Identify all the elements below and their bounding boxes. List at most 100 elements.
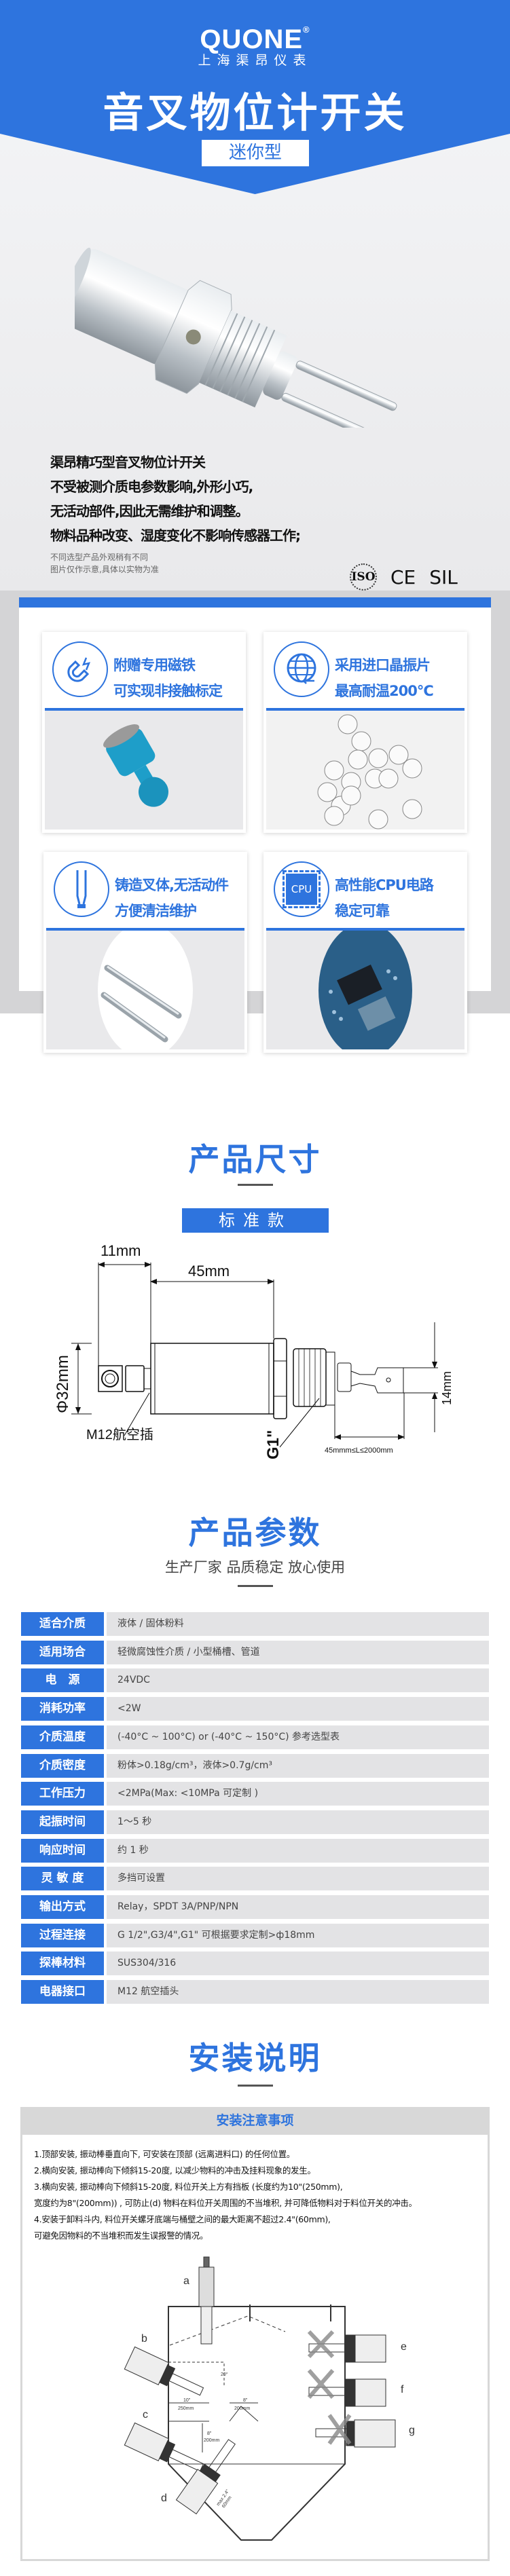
param-label: 消耗功率 xyxy=(21,1697,104,1721)
position-label-f: f xyxy=(401,2384,404,2395)
certification-logos: ISO CE SIL xyxy=(350,563,458,591)
param-label: 适用场合 xyxy=(21,1640,104,1664)
title-underline xyxy=(238,1184,273,1186)
position-label-g: g xyxy=(409,2425,415,2436)
param-value: 粉体>0.18g/cm³，液体>0.7g/cm³ xyxy=(107,1753,489,1778)
crystal-photo xyxy=(266,711,465,829)
model-badge: 迷你型 xyxy=(202,140,309,166)
install-note: 1.顶部安装, 振动棒垂直向下, 可安装在顶部 (远离进料口) 的任何位置。 xyxy=(34,2149,295,2159)
install-note: 3.横向安装, 振动棒向下倾斜15-20度, 料位开关上方有挡板 (长度约为10… xyxy=(34,2182,343,2192)
param-value: 液体 / 固体粉料 xyxy=(107,1612,489,1636)
cpu-icon: CPU xyxy=(274,861,329,917)
fork-photo xyxy=(46,931,244,1049)
logo-text: QUONE xyxy=(200,24,304,54)
divider xyxy=(46,928,244,931)
magnet-icon xyxy=(52,641,108,697)
param-label: 探棒材料 xyxy=(21,1952,104,1976)
crystal-disc xyxy=(368,748,388,768)
intro-line: 无活动部件,因此无需维护和调整。 xyxy=(50,503,249,519)
dim-baffle-gap-in: 8" xyxy=(207,2431,212,2436)
intro-line: 不受被测介质电参数影响,外形小巧, xyxy=(50,479,253,495)
param-label: 介质密度 xyxy=(21,1753,104,1778)
dim-baffle-gap-mm: 200mm xyxy=(204,2438,220,2443)
label-thread: G1" xyxy=(264,1430,283,1459)
feature-card-cpu: CPU 高性能CPU电路稳定可靠 xyxy=(263,852,467,1053)
position-label-c: c xyxy=(143,2409,148,2421)
feature-desc: 方便清洁维护 xyxy=(115,903,197,919)
divider xyxy=(266,928,465,931)
disclaimer-line: 不同选型产品外观稍有不同 xyxy=(50,553,149,562)
fork-icon xyxy=(54,861,109,917)
crystal-disc xyxy=(351,731,371,751)
crystal-disc xyxy=(317,782,338,802)
feature-card-crystal: 采用进口晶振片最高耐温200°C xyxy=(263,632,467,833)
param-value: G 1/2",G3/4",G1" 可根据要求定制>ф18mm xyxy=(107,1923,489,1947)
crystal-disc xyxy=(388,745,409,765)
param-label: 灵 敏 度 xyxy=(21,1867,104,1891)
page-title: 音叉物位计开关 xyxy=(103,90,407,137)
param-value: <2MPa(Max: <10MPa 可定制 ) xyxy=(107,1782,489,1806)
crystal-disc xyxy=(341,785,361,806)
param-label: 介质温度 xyxy=(21,1725,104,1749)
param-value: 约 1 秒 xyxy=(107,1838,489,1863)
param-row: 介质密度粉体>0.18g/cm³，液体>0.7g/cm³ xyxy=(21,1753,489,1778)
company-name: 上海渠昂仪表 xyxy=(198,53,312,68)
position-label-e: e xyxy=(401,2341,407,2353)
params-subtitle: 生产厂家 品质稳定 放心使用 xyxy=(164,1559,346,1575)
standard-model-tab[interactable]: 标准款 xyxy=(182,1208,329,1233)
circuit-photo xyxy=(266,931,465,1049)
divider xyxy=(45,708,243,711)
param-label: 起振时间 xyxy=(21,1810,104,1834)
install-note: 2.横向安装, 振动棒向下倾斜15-20度, 以减少物料的冲击及挂料现象的发生。 xyxy=(34,2165,316,2176)
crystal-disc xyxy=(368,809,388,829)
dim-insertion-length: 45mmm≤L≤2000mm xyxy=(325,1446,393,1455)
feature-card-fork: 铸造叉体,无活动件方便清洁维护 xyxy=(43,852,247,1053)
dim-baffle-width-mm: 200mm xyxy=(234,2406,251,2411)
crystal-disc xyxy=(402,799,422,819)
feature-title: 附赠专用磁铁 xyxy=(113,657,196,673)
param-label: 适合介质 xyxy=(21,1612,104,1636)
sil-logo: SIL xyxy=(429,565,458,589)
position-label-b: b xyxy=(141,2333,147,2345)
param-label: 输出方式 xyxy=(21,1895,104,1919)
position-label-d: d xyxy=(161,2493,167,2504)
feature-title: 铸造叉体,无活动件 xyxy=(115,877,229,893)
dim-baffle-length-in: 10" xyxy=(183,2398,191,2403)
param-value: M12 航空插头 xyxy=(107,1980,489,2004)
cpu-icon-text: CPU xyxy=(283,870,321,908)
install-note: 宽度约为8"(200mm)) , 可防止(d) 物料在料位开关周围的不当堆积, … xyxy=(34,2198,417,2208)
param-value: 轻微腐蚀性介质 / 小型桶槽、管道 xyxy=(107,1640,489,1664)
iso-logo: ISO xyxy=(350,563,377,591)
install-note: 可避免因物料的不当堆积而发生误报警的情况。 xyxy=(34,2230,208,2241)
feature-desc: 稳定可靠 xyxy=(335,903,390,919)
param-value: 24VDC xyxy=(107,1668,489,1693)
feature-title: 采用进口晶振片 xyxy=(335,657,431,673)
title-underline xyxy=(238,2085,273,2087)
param-row: 工作压力<2MPa(Max: <10MPa 可定制 ) xyxy=(21,1782,489,1806)
dim-baffle-width-in: 8" xyxy=(243,2398,248,2403)
dim-diameter: Φ32mm xyxy=(54,1355,72,1413)
brand-logo: QUONE® xyxy=(0,24,510,55)
crystal-disc xyxy=(378,768,399,789)
position-label-a: a xyxy=(183,2275,189,2287)
param-value: 1～5 秒 xyxy=(107,1810,489,1834)
ce-logo: CE xyxy=(390,565,416,589)
param-row: 响应时间约 1 秒 xyxy=(21,1838,489,1863)
label-m12-connector: M12航空插 xyxy=(86,1427,153,1442)
param-value: Relay，SPDT 3A/PNP/NPN xyxy=(107,1895,489,1919)
param-value: (-40°C ~ 100°C) or (-40°C ~ 150°C) 参考选型表 xyxy=(107,1725,489,1749)
magnet-photo xyxy=(45,711,243,829)
crystal-disc xyxy=(338,714,358,734)
param-label: 响应时间 xyxy=(21,1838,104,1863)
dim-angle: 20° xyxy=(221,2372,228,2377)
dimension-drawing: 11mm 45mm Φ32mm 14mm 45mmm≤L≤2000mm M12航… xyxy=(54,1242,454,1459)
divider xyxy=(266,708,465,711)
param-row: 适用场合轻微腐蚀性介质 / 小型桶槽、管道 xyxy=(21,1640,489,1664)
param-value: SUS304/316 xyxy=(107,1952,489,1976)
crystal-disc xyxy=(324,760,344,781)
intro-line: 物料品种改变、湿度变化不影响传感器工作; xyxy=(50,527,301,544)
